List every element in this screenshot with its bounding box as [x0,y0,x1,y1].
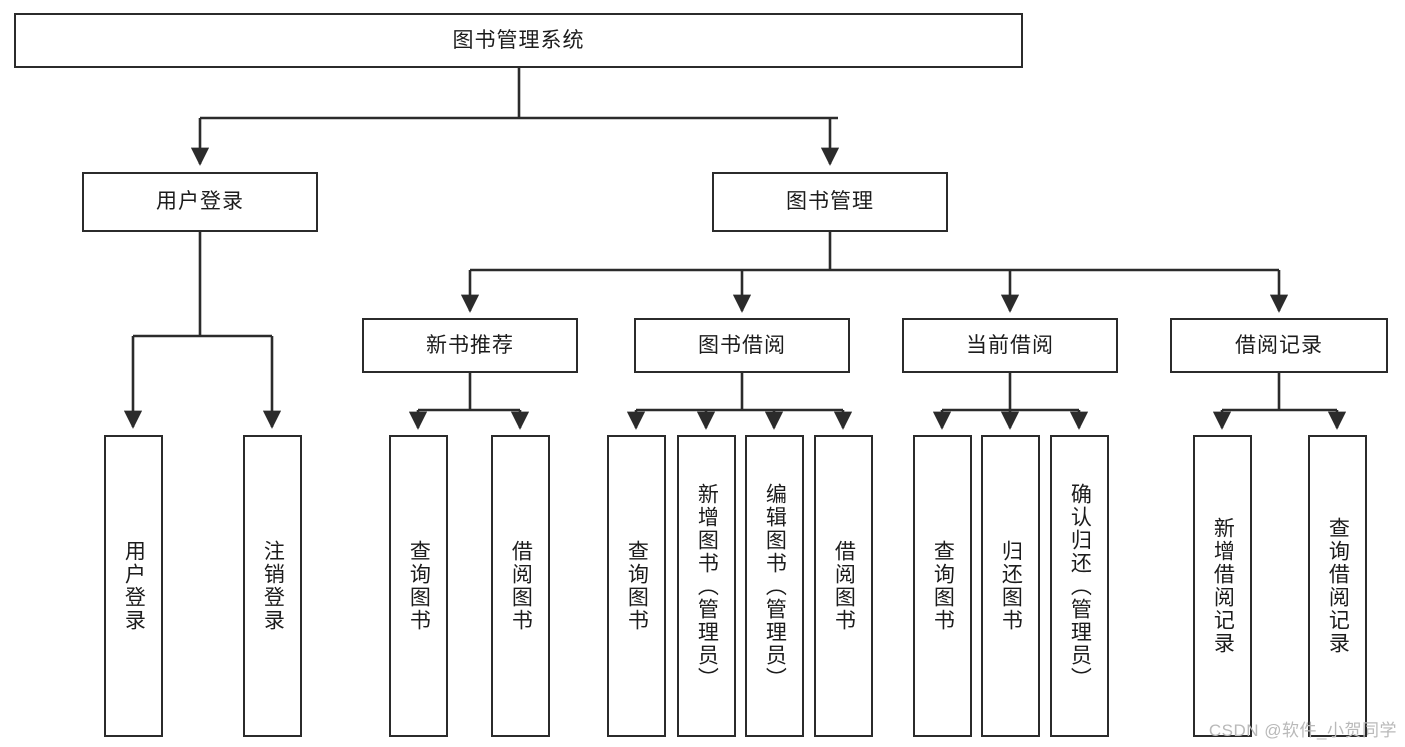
node-current-borrow[interactable]: 当前借阅 [902,318,1118,373]
leaf-add-book-admin[interactable]: 新增图书（管理员） [677,435,736,737]
leaf-query-borrow-record[interactable]: 查询借阅记录 [1308,435,1367,737]
leaf-user-logout[interactable]: 注销登录 [243,435,302,737]
leaf-query-book-borrow[interactable]: 查询图书 [607,435,666,737]
leaf-borrow-book-borrow[interactable]: 借阅图书 [814,435,873,737]
node-user-login[interactable]: 用户登录 [82,172,318,232]
leaf-return-book[interactable]: 归还图书 [981,435,1040,737]
node-new-book-recommend[interactable]: 新书推荐 [362,318,578,373]
leaf-borrow-book-new[interactable]: 借阅图书 [491,435,550,737]
leaf-add-borrow-record[interactable]: 新增借阅记录 [1193,435,1252,737]
csdn-watermark: CSDN @软件_小贺同学 [1208,721,1397,740]
node-book-manage[interactable]: 图书管理 [712,172,948,232]
node-book-borrow[interactable]: 图书借阅 [634,318,850,373]
node-borrow-record[interactable]: 借阅记录 [1170,318,1388,373]
leaf-confirm-return-admin[interactable]: 确认归还（管理员） [1050,435,1109,737]
leaf-user-login[interactable]: 用户登录 [104,435,163,737]
node-root-system[interactable]: 图书管理系统 [14,13,1023,68]
leaf-edit-book-admin[interactable]: 编辑图书（管理员） [745,435,804,737]
leaf-query-book-new[interactable]: 查询图书 [389,435,448,737]
leaf-query-book-current[interactable]: 查询图书 [913,435,972,737]
